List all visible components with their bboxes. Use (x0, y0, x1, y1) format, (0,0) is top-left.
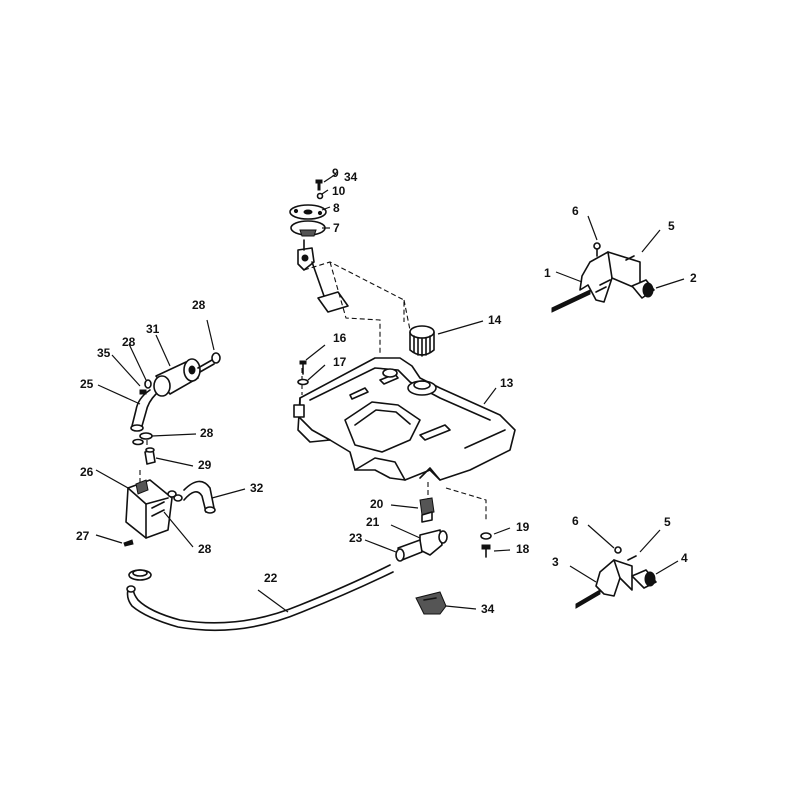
fuel-separator (125, 479, 173, 539)
callout-13: 13 (500, 376, 514, 390)
elbow-hose (130, 389, 157, 432)
callout-26: 26 (80, 465, 94, 479)
callout-19: 19 (516, 520, 530, 534)
fuel-cap (409, 325, 435, 357)
bowl-fittings (167, 480, 216, 514)
fuel-hose (126, 564, 394, 632)
callout-28-top: 28 (192, 298, 206, 312)
callout-34-bottom: 34 (481, 602, 495, 616)
hose-clamp-mid (132, 432, 156, 465)
callout-25: 25 (80, 377, 94, 391)
fuel-gauge-sender (289, 179, 349, 313)
callout-27: 27 (76, 529, 90, 543)
callout-7: 7 (333, 221, 340, 235)
callout-29: 29 (198, 458, 212, 472)
callout-20: 20 (370, 497, 384, 511)
fuel-filter (153, 358, 215, 397)
tank-screw-and-washer (297, 360, 309, 386)
hose-clamp (128, 569, 152, 581)
callout-34-top: 34 (344, 170, 358, 184)
callout-1: 1 (544, 266, 551, 280)
callout-23: 23 (349, 531, 363, 545)
callout-9: 9 (332, 166, 339, 180)
callout-6-lower: 6 (572, 514, 579, 528)
callout-labels: 1 2 3 4 5 5 6 6 7 8 9 10 13 14 16 17 18 … (76, 166, 697, 616)
callout-5-lower: 5 (664, 515, 671, 529)
callout-8: 8 (333, 201, 340, 215)
callout-4: 4 (681, 551, 688, 565)
callout-31: 31 (146, 322, 160, 336)
throttle-bracket-lower (575, 546, 657, 609)
callout-17: 17 (333, 355, 347, 369)
callout-18: 18 (516, 542, 530, 556)
callout-21: 21 (366, 515, 380, 529)
callout-3: 3 (552, 555, 559, 569)
leader-lines (95, 173, 685, 613)
callout-6-upper: 6 (572, 204, 579, 218)
callout-10: 10 (332, 184, 346, 198)
callout-14: 14 (488, 313, 502, 327)
bolt-and-washer (480, 532, 492, 558)
callout-32: 32 (250, 481, 264, 495)
fuel-tank (293, 357, 516, 481)
mount-screw (123, 539, 134, 547)
callout-28-left: 28 (122, 335, 136, 349)
throttle-bracket-upper (551, 242, 655, 313)
callout-35: 35 (97, 346, 111, 360)
hose-clip (415, 591, 447, 615)
callout-5-upper: 5 (668, 219, 675, 233)
callout-16: 16 (333, 331, 347, 345)
fuel-fitting (419, 497, 435, 523)
hose-clamps-upper (139, 352, 221, 395)
fuel-elbow (395, 529, 448, 562)
callout-2: 2 (690, 271, 697, 285)
callout-28-low: 28 (198, 542, 212, 556)
callout-22: 22 (264, 571, 278, 585)
callout-28-mid: 28 (200, 426, 214, 440)
